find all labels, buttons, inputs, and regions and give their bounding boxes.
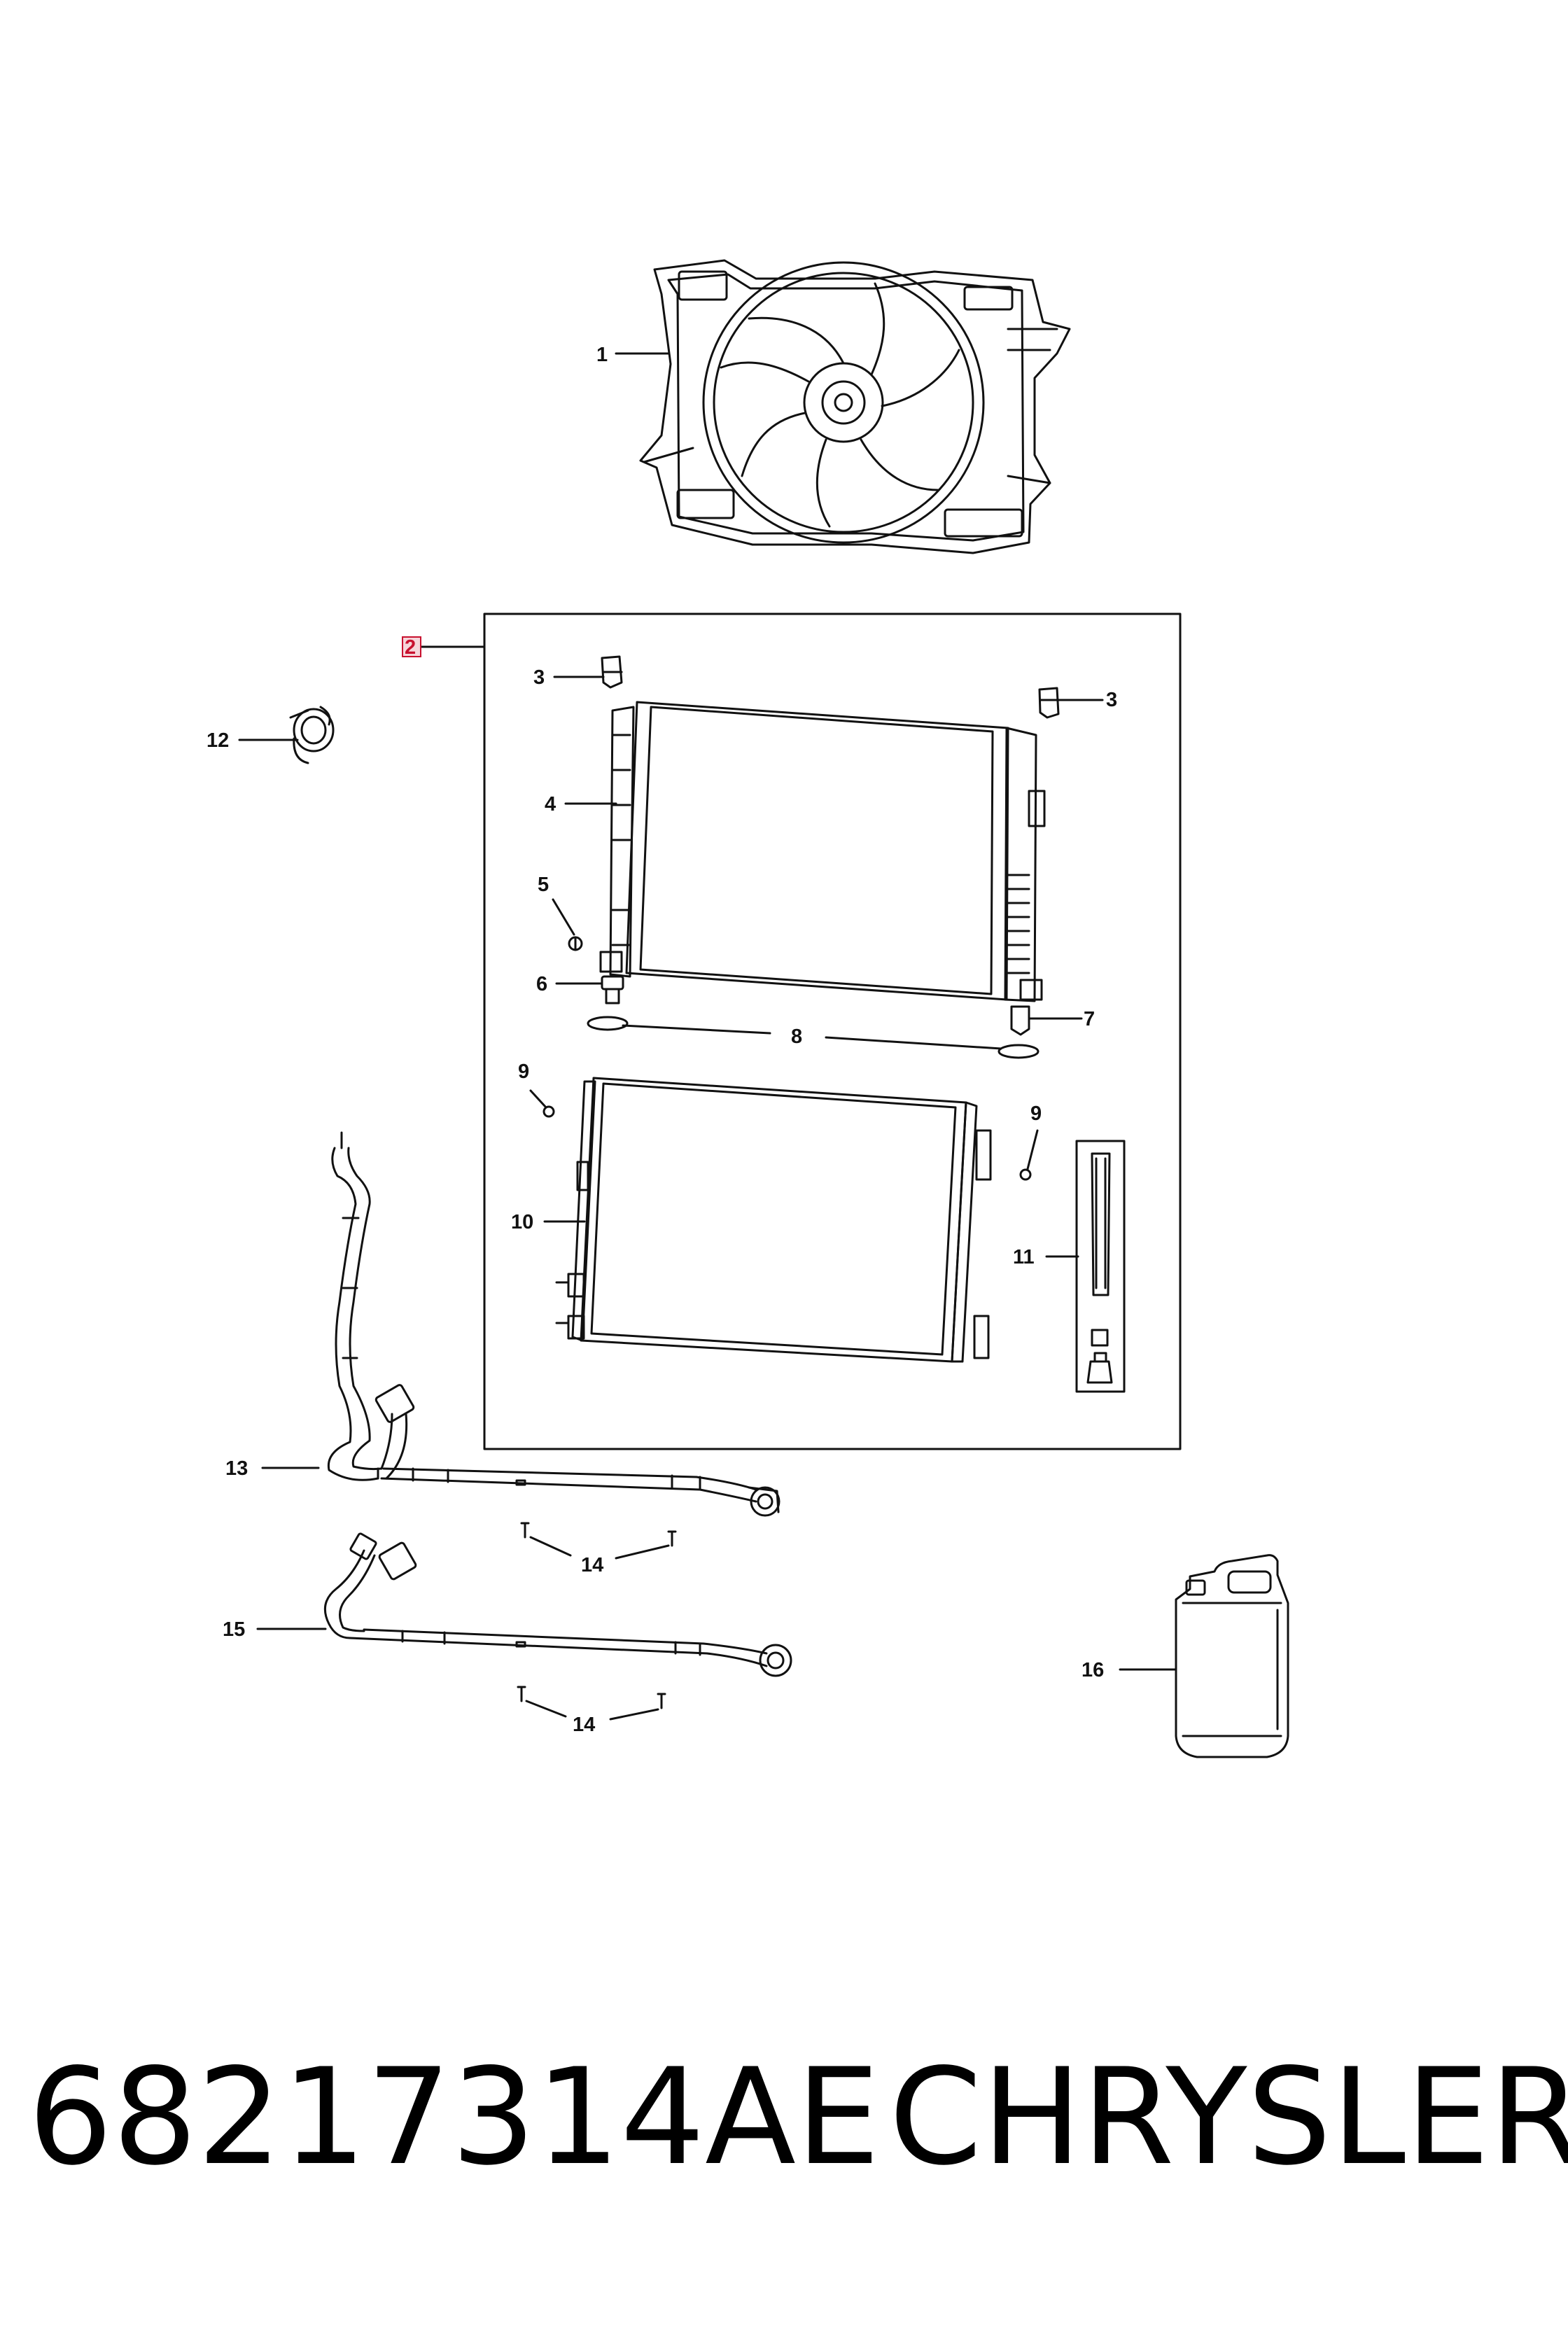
callout-5: 5 [538, 874, 549, 896]
fan-module [639, 259, 1071, 554]
clip-14-lower [517, 1686, 666, 1709]
leader-14b2 [609, 1708, 659, 1721]
leader-14b [525, 1700, 567, 1718]
dryer-kit-frame [1075, 1140, 1126, 1393]
leader-5 [552, 898, 575, 936]
leader-14a [529, 1536, 572, 1557]
hose-13 [327, 1131, 780, 1517]
brand-name: CHRYSLER [889, 2040, 1568, 2194]
bolt-5 [568, 936, 583, 951]
callout-12: 12 [206, 729, 229, 752]
bolt-9-left [542, 1105, 555, 1118]
callout-8: 8 [791, 1026, 802, 1048]
clip-3-right [1038, 687, 1060, 719]
callout-2-highlight [402, 636, 421, 657]
leader-14a2 [615, 1544, 670, 1560]
callout-1: 1 [596, 344, 608, 366]
bolt-9-right [1019, 1168, 1032, 1181]
coolant-jug [1175, 1554, 1289, 1758]
callout-4: 4 [545, 793, 556, 816]
callout-7: 7 [1084, 1008, 1095, 1030]
clamp-12 [289, 706, 335, 764]
callout-14a: 14 [581, 1554, 603, 1576]
callout-6: 6 [536, 973, 547, 995]
radiator-assembly-frame [483, 612, 1182, 1450]
condenser [555, 1077, 992, 1363]
callout-9a: 9 [518, 1060, 529, 1083]
clip-14-upper [520, 1522, 677, 1547]
callout-2: 2 [405, 636, 416, 659]
callout-10: 10 [511, 1211, 533, 1233]
bracket-7 [1010, 1005, 1030, 1036]
callout-11: 11 [1013, 1246, 1035, 1268]
leader-9a [529, 1089, 547, 1109]
radiator [599, 701, 1046, 1002]
clip-3-left [601, 655, 623, 689]
callout-16: 16 [1082, 1659, 1104, 1681]
callout-9b: 9 [1030, 1102, 1042, 1125]
callout-3a: 3 [533, 666, 545, 689]
leader-9b [1026, 1129, 1039, 1170]
callout-13: 13 [225, 1457, 248, 1480]
callout-3b: 3 [1106, 689, 1117, 711]
callout-14b: 14 [573, 1714, 595, 1736]
seal-8 [587, 1016, 1040, 1059]
part-number: 68217314AE [28, 2040, 881, 2194]
callout-15: 15 [223, 1618, 245, 1641]
hose-15 [323, 1532, 792, 1677]
isolator-6 [601, 975, 624, 1004]
receiver-dryer [1086, 1152, 1113, 1384]
